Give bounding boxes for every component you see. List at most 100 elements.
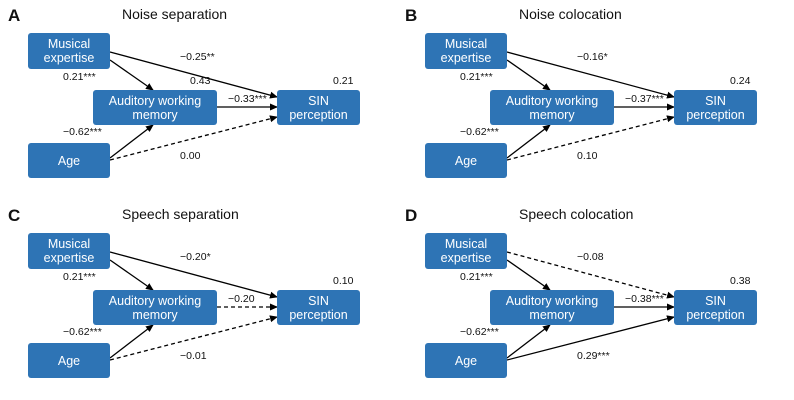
- node-label-line: expertise: [440, 251, 492, 265]
- coef-mus-awm: 0.21***: [460, 71, 493, 83]
- path-arrows: [109, 251, 278, 361]
- r2-sin: 0.21: [333, 75, 354, 87]
- coef-age-sin: −0.01: [180, 350, 207, 362]
- node-label-line: memory: [529, 307, 575, 322]
- arrow-mus-awm: [109, 259, 154, 291]
- node-label-line: perception: [289, 107, 348, 122]
- arrow-mus-awm: [109, 59, 154, 91]
- r2-awm: 0.43: [190, 75, 211, 87]
- arrow-age-sin: [109, 115, 278, 161]
- node-label-line: memory: [529, 107, 575, 122]
- arrow-mus-sin: [506, 251, 675, 299]
- arrow-mus-sin: [109, 51, 278, 99]
- coef-awm-sin: −0.33***: [228, 93, 267, 105]
- node-label-line: SIN: [308, 93, 329, 108]
- coef-age-awm: −0.62***: [63, 126, 102, 138]
- node-label-line: Musical: [444, 237, 488, 251]
- coef-mus-awm: 0.21***: [460, 271, 493, 283]
- coef-age-sin: 0.00: [180, 150, 201, 162]
- node-label-line: Age: [57, 353, 81, 368]
- r2-sin: 0.38: [730, 275, 751, 287]
- path-arrows: [506, 51, 675, 161]
- node-label-line: Auditory working: [108, 293, 202, 308]
- node-label-line: Age: [454, 153, 478, 168]
- coef-awm-sin: −0.37***: [625, 93, 664, 105]
- arrow-age-sin: [506, 315, 675, 361]
- r2-sin: 0.24: [730, 75, 751, 87]
- arrow-mus-sin: [506, 51, 675, 99]
- coef-age-awm: −0.62***: [460, 126, 499, 138]
- node-label-line: SIN: [308, 293, 329, 308]
- node-label-line: Auditory working: [108, 93, 202, 108]
- panel-label: B: [405, 6, 418, 25]
- node-label-line: memory: [132, 107, 178, 122]
- arrow-mus-sin: [109, 251, 278, 299]
- node-label-line: Age: [57, 153, 81, 168]
- coef-age-awm: −0.62***: [460, 326, 499, 338]
- coef-mus-sin: −0.08: [577, 251, 604, 263]
- arrow-age-awm: [506, 124, 551, 159]
- node-label-line: SIN: [705, 93, 726, 108]
- path-arrows: [109, 51, 278, 161]
- coef-mus-sin: −0.25**: [180, 51, 215, 63]
- node-label-line: expertise: [43, 51, 95, 65]
- node-label-line: SIN: [705, 293, 726, 308]
- arrow-mus-awm: [506, 59, 551, 91]
- node-label-line: perception: [686, 307, 745, 322]
- panel-title: Speech colocation: [519, 206, 634, 222]
- node-label-line: Auditory working: [505, 93, 599, 108]
- coef-awm-sin: −0.20: [228, 293, 255, 305]
- node-label-line: perception: [289, 307, 348, 322]
- panel-label: D: [405, 206, 418, 225]
- panel-label: C: [8, 206, 21, 225]
- node-label-line: perception: [686, 107, 745, 122]
- node-age: Age: [28, 143, 110, 178]
- r2-sin: 0.10: [333, 275, 354, 287]
- panel-title: Speech separation: [122, 206, 239, 222]
- path-arrows: [506, 251, 675, 361]
- coef-age-sin: 0.10: [577, 150, 598, 162]
- coef-mus-sin: −0.16*: [577, 51, 608, 63]
- panel-title: Noise separation: [122, 6, 228, 22]
- node-label-line: Auditory working: [505, 293, 599, 308]
- node-label-line: memory: [132, 307, 178, 322]
- node-age: Age: [425, 343, 507, 378]
- node-label-line: Musical: [47, 237, 91, 251]
- node-label-line: expertise: [440, 51, 492, 65]
- node-age: Age: [28, 343, 110, 378]
- arrow-age-awm: [506, 324, 551, 359]
- arrow-age-awm: [109, 324, 154, 359]
- coef-mus-awm: 0.21***: [63, 71, 96, 83]
- node-label-line: Musical: [47, 37, 91, 51]
- arrow-age-sin: [109, 315, 278, 361]
- node-age: Age: [425, 143, 507, 178]
- coef-age-awm: −0.62***: [63, 326, 102, 338]
- node-label-line: Musical: [444, 37, 488, 51]
- panel-label: A: [8, 6, 21, 25]
- panel-title: Noise colocation: [519, 6, 622, 22]
- arrow-mus-awm: [506, 259, 551, 291]
- coef-mus-awm: 0.21***: [63, 271, 96, 283]
- arrow-age-sin: [506, 115, 675, 161]
- coef-awm-sin: −0.38***: [625, 293, 664, 305]
- arrow-age-awm: [109, 124, 154, 159]
- node-label-line: Age: [454, 353, 478, 368]
- coef-age-sin: 0.29***: [577, 350, 610, 362]
- coef-mus-sin: −0.20*: [180, 251, 211, 263]
